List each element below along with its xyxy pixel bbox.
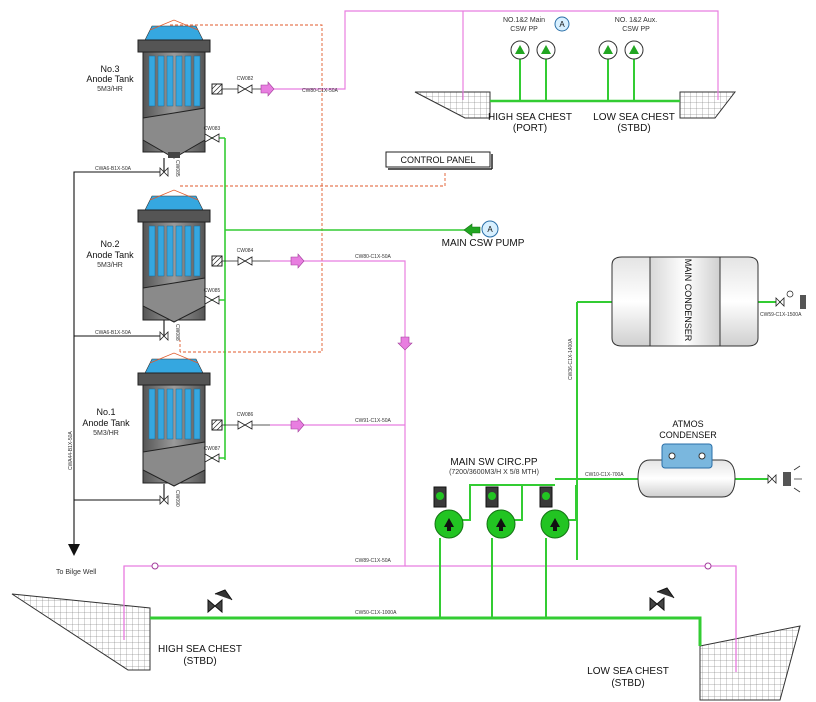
return-pipe: CW89-C1X-50A xyxy=(355,558,392,564)
pump-a-letter-main: A xyxy=(487,225,493,234)
low-sea-chest-stbd-top-shape xyxy=(679,91,737,119)
main-csw-pp-label-1: NO.1&2 Main xyxy=(503,17,545,24)
tank-outlets xyxy=(159,81,413,505)
tank-labels: No.3 Anode Tank 5M3/HR No.2 Anode Tank 5… xyxy=(82,64,391,507)
condenser-in-pipe: CW36-C1X-1400A xyxy=(568,338,574,380)
main-sw-circ-pumps: MAIN SW CIRC.PP (7200/3600M3/H X 5/8 MTH… xyxy=(433,457,577,618)
aux-csw-pp-label-2: CSW PP xyxy=(622,26,650,33)
signal-lines xyxy=(170,24,446,353)
main-condenser: MAIN CONDENSER CW59-C1X-1500A CW36-C1X-1… xyxy=(568,256,806,560)
high-sea-chest-port-label-2: (PORT) xyxy=(513,123,547,134)
high-sea-chest-port-label-1: HIGH SEA CHEST xyxy=(488,112,572,123)
high-sea-chest-stbd-label-1: HIGH SEA CHEST xyxy=(158,644,242,655)
tank-3-valve-out: CW082 xyxy=(237,76,254,82)
main-sw-circ-pp-label: MAIN SW CIRC.PP xyxy=(450,457,538,468)
tank-1-valve-out: CW086 xyxy=(237,412,254,418)
main-condenser-label: MAIN CONDENSER xyxy=(683,259,693,342)
anode-tank-1 xyxy=(137,352,211,487)
anode-tank-3 xyxy=(137,19,211,159)
control-panel-label: CONTROL PANEL xyxy=(400,155,475,165)
low-sea-chest-stbd-label-2: (STBD) xyxy=(611,678,644,689)
pump-a-letter-top: A xyxy=(559,20,565,29)
tank-2-name: Anode Tank xyxy=(86,250,134,260)
tank-3-pipe: CW80-C1X-50A xyxy=(302,88,339,94)
to-bilge-well-label: To Bilge Well xyxy=(56,569,97,576)
atmos-condenser-label-2: CONDENSER xyxy=(659,430,717,440)
tank-3-drain-valve: CW085 xyxy=(174,160,180,177)
bilge-arrow xyxy=(68,544,80,556)
tank-1-no: No.1 xyxy=(96,407,115,417)
tank-1-pipe: CW91-C1X-50A xyxy=(355,418,392,424)
atmos-pipe: CW10-C1X-700A xyxy=(585,472,624,478)
tank-3-name: Anode Tank xyxy=(86,74,134,84)
tank-2-valve-in: CW085 xyxy=(204,288,221,294)
low-sea-chest-top-label-2: (STBD) xyxy=(617,123,650,134)
tank-1-name: Anode Tank xyxy=(82,418,130,428)
tank-2-drain-pipe: CWA6-B1X-50A xyxy=(95,330,132,336)
tank-2-no: No.2 xyxy=(100,239,119,249)
atmos-condenser: ATMOS CONDENSER CW10-C1X-700A xyxy=(555,419,802,498)
main-csw-pump-label: MAIN CSW PUMP xyxy=(442,238,525,249)
tank-3-rate: 5M3/HR xyxy=(97,86,123,93)
control-panel: CONTROL PANEL xyxy=(385,151,493,170)
main-csw-pump: A MAIN CSW PUMP xyxy=(442,220,525,249)
low-sea-chest-stbd-label-1: LOW SEA CHEST xyxy=(587,666,669,677)
aux-csw-pp-label-1: NO. 1&2 Aux. xyxy=(615,17,657,24)
bilge-pipe: CWA44-B1X-50A xyxy=(68,431,74,470)
tank-2-drain-valve: CW088 xyxy=(174,324,180,341)
tank-2-valve-out: CW084 xyxy=(237,248,254,254)
top-sea-chests xyxy=(414,91,737,119)
high-sea-chest-stbd-label-2: (STBD) xyxy=(183,656,216,667)
tank-3-valve-in: CW083 xyxy=(204,126,221,132)
anode-tank-2 xyxy=(137,189,211,323)
low-sea-chest-stbd-shape xyxy=(699,625,801,701)
condenser-out-pipe: CW59-C1X-1500A xyxy=(760,312,802,318)
tank-2-pipe: CW80-C1X-50A xyxy=(355,254,392,260)
main-csw-pp-label-2: CSW PP xyxy=(510,26,538,33)
high-sea-chest-stbd-shape xyxy=(11,593,151,671)
bottom-sea-chests: CW50-C1X-1000A CW89-C1X-50A xyxy=(11,558,801,701)
tank-2-rate: 5M3/HR xyxy=(97,262,123,269)
tank-3-no: No.3 xyxy=(100,64,119,74)
high-sea-chest-port-shape xyxy=(414,91,491,119)
top-csw-pumps: A xyxy=(510,16,644,101)
atmos-condenser-label-1: ATMOS xyxy=(672,419,703,429)
pump-a-indicator-top xyxy=(554,16,570,32)
tank-1-drain-valve: CW090 xyxy=(174,490,180,507)
tank-1-rate: 5M3/HR xyxy=(93,430,119,437)
low-sea-chest-top-label-1: LOW SEA CHEST xyxy=(593,112,675,123)
tank-1-valve-in: CW087 xyxy=(204,446,221,452)
main-sw-circ-spec: (7200/3600M3/H X 5/8 MTH) xyxy=(449,469,539,476)
tank-3-drain-pipe: CWA6-B1X-50A xyxy=(95,166,132,172)
main-line-pipe: CW50-C1X-1000A xyxy=(355,610,397,616)
